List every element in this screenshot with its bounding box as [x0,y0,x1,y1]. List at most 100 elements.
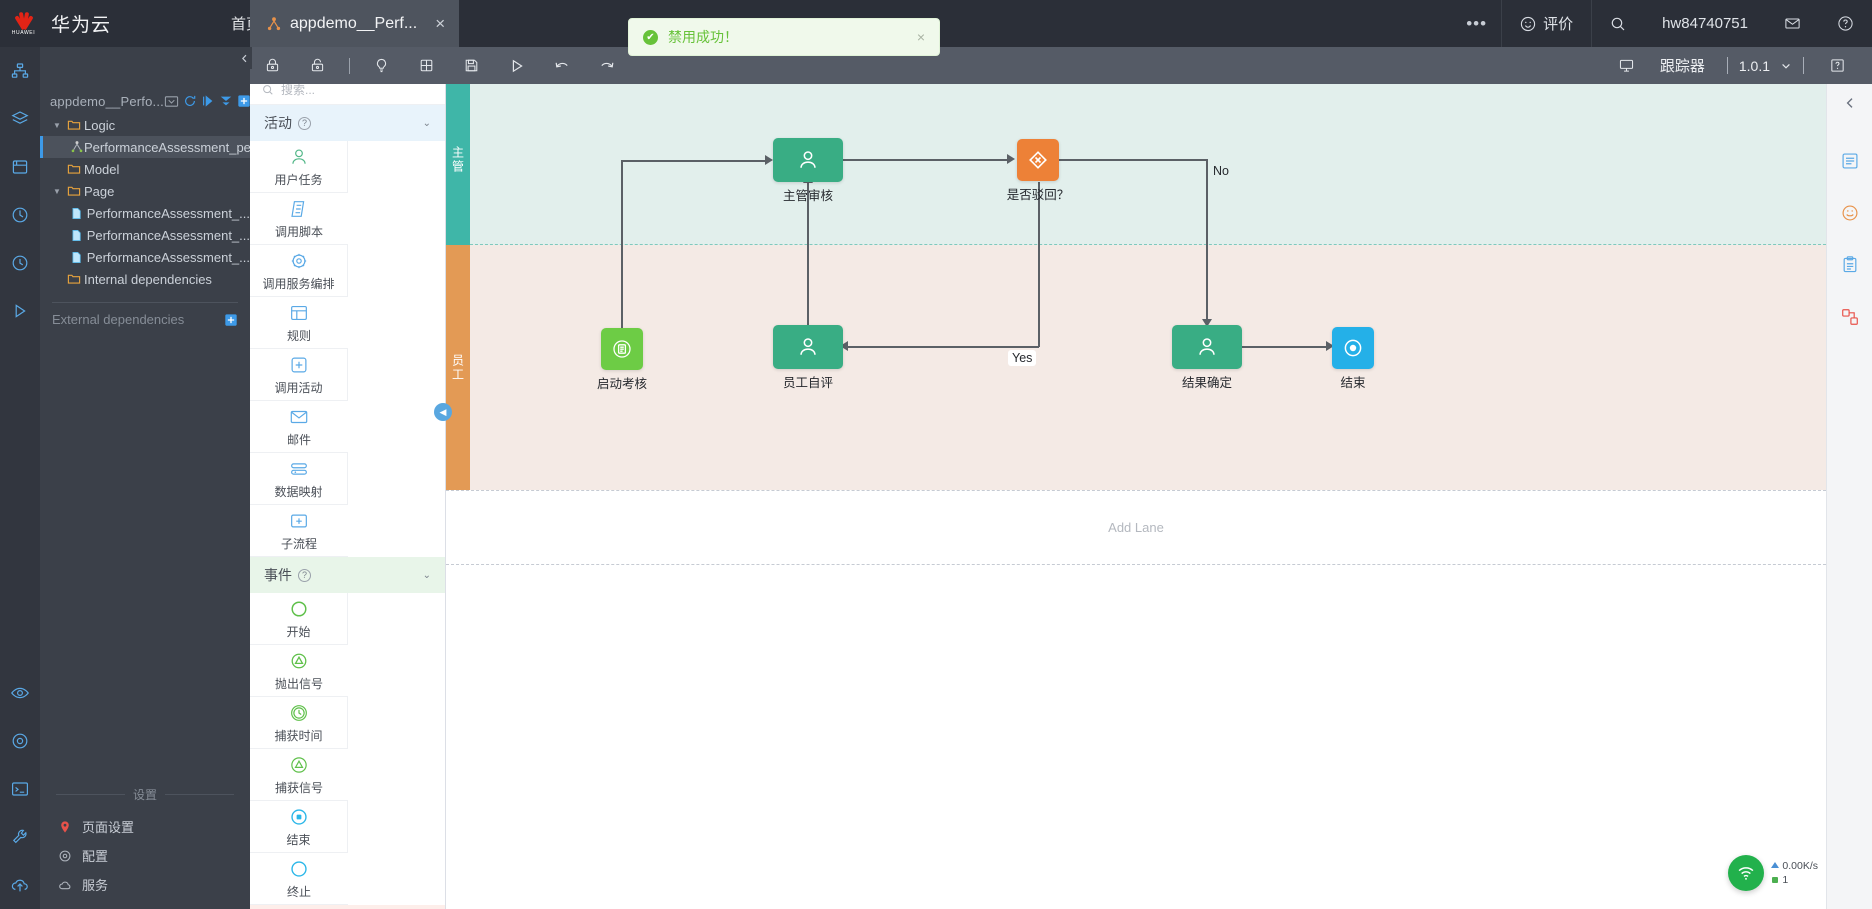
project-collapse-icon[interactable] [219,94,233,108]
hint-button[interactable] [359,47,404,84]
rail-upload[interactable] [0,861,40,909]
rail-storage[interactable] [0,143,40,191]
rail-deploy[interactable] [0,287,40,335]
node-employee-self-eval[interactable]: 员工自评 [773,325,843,390]
close-icon[interactable]: × [916,29,925,45]
palette-item-end-event[interactable]: 结束 [250,801,348,853]
right-collapse-button[interactable] [1827,83,1872,123]
lane-employee[interactable]: 员工 [446,245,1826,490]
tree-node-page[interactable]: ▼ Page [40,180,250,202]
rail-app-structure[interactable] [0,47,40,95]
lock-button[interactable] [250,47,295,84]
tree-node-logic[interactable]: ▼ Logic [40,114,250,136]
cloud-icon [58,878,72,892]
palette-item-call-activity[interactable]: 调用活动 [250,349,348,401]
rail-history[interactable] [0,239,40,287]
help-circle-icon[interactable]: ? [298,568,311,582]
tree-node-page-file-1[interactable]: PerformanceAssessment_... [40,202,250,224]
palette-collapse-handle[interactable]: ◀ [434,403,452,421]
palette-item-label: 子流程 [280,536,317,551]
palette-item-throw-signal[interactable]: 抛出信号 [250,645,348,697]
palette-group-gateway[interactable]: 网关 ? ⌄ [250,905,445,909]
project-row[interactable]: appdemo__Perfo... [40,88,250,114]
node-label: 结束 [1340,376,1366,390]
header-search-button[interactable] [1591,0,1644,47]
palette-item-data-mapping[interactable]: 数据映射 [250,453,348,505]
caret-down-icon[interactable]: ▼ [53,120,61,130]
more-dots-icon[interactable]: ••• [1466,13,1488,33]
project-run-icon[interactable] [201,94,215,108]
bottom-item-page-settings[interactable]: 页面设置 [40,812,250,841]
node-supervisor-review[interactable]: 主管审核 [773,138,843,203]
evaluate-button[interactable]: 评价 [1501,0,1591,47]
project-refresh-icon[interactable] [183,94,197,108]
user-account[interactable]: hw84740751 [1644,0,1766,47]
tab-appdemo-performance[interactable]: appdemo__Perf... × [250,0,460,47]
tree-node-model[interactable]: ▼ Model [40,158,250,180]
close-icon[interactable]: × [435,13,446,33]
version-select[interactable]: 1.0.1 [1739,58,1792,74]
right-relations-button[interactable] [1827,297,1872,337]
palette-group-activity[interactable]: 活动 ? ⌄ [250,105,445,141]
chevron-down-icon[interactable]: ⌄ [422,117,431,129]
tracker-label[interactable]: 跟踪器 [1659,58,1705,75]
unlock-button[interactable] [295,47,340,84]
add-lane-button[interactable]: Add Lane [446,490,1826,565]
caret-down-icon[interactable]: ▼ [53,186,61,196]
monitor-button[interactable] [1604,47,1649,84]
help-button[interactable] [1819,0,1872,47]
tree-node-page-file-3[interactable]: PerformanceAssessment_... [40,246,250,268]
project-dropdown-icon[interactable] [164,94,179,109]
tree-node-label: Page [84,183,115,199]
bottom-item-config[interactable]: 配置 [40,841,250,870]
external-dependencies-add-icon[interactable] [224,313,238,327]
bpmn-canvas[interactable]: 主管 员工 Add Lane No Yes [446,75,1826,909]
palette-item-user-task[interactable]: 用户任务 [250,141,348,193]
node-result-confirm[interactable]: 结果确定 [1172,325,1242,390]
palette-item-terminate[interactable]: 终止 [250,853,348,905]
lane-body-employee[interactable] [470,245,1826,490]
tree-collapse-handle[interactable] [236,47,252,69]
rail-preview[interactable] [0,669,40,717]
rail-terminal[interactable] [0,765,40,813]
run-button[interactable] [494,47,539,84]
chevron-down-icon[interactable]: ⌄ [422,569,431,581]
tree-node-page-file-2[interactable]: PerformanceAssessment_... [40,224,250,246]
rail-layers[interactable] [0,95,40,143]
palette-group-event[interactable]: 事件 ? ⌄ [250,557,445,593]
clock-history-icon [10,253,30,273]
rail-settings[interactable] [0,717,40,765]
palette-item-service-orchestration[interactable]: 调用服务编排 [250,245,348,297]
palette-search-input[interactable]: 搜索... [250,75,445,105]
undo-button[interactable] [539,47,584,84]
right-theme-button[interactable] [1827,193,1872,233]
palette-item-catch-signal[interactable]: 捕获信号 [250,749,348,801]
palette-item-script[interactable]: 调用脚本 [250,193,348,245]
right-clipboard-button[interactable] [1827,245,1872,285]
redo-button[interactable] [584,47,629,84]
save-button[interactable] [449,47,494,84]
node-end[interactable]: 结束 [1332,327,1374,390]
rail-tools[interactable] [0,813,40,861]
palette-item-subprocess[interactable]: 子流程 [250,505,348,557]
node-gateway-reject[interactable]: 是否驳回？ [1007,139,1069,202]
right-properties-button[interactable] [1827,141,1872,181]
palette-item-start-event[interactable]: 开始 [250,593,348,645]
tree-node-performanceassessment-flow[interactable]: PerformanceAssessment_pe [40,136,250,158]
palette-item-rule[interactable]: 规则 [250,297,348,349]
help-square-button[interactable] [1815,47,1860,84]
huawei-logo[interactable]: HUAWEI [0,0,47,47]
lane-label-supervisor: 主管 [446,75,470,245]
project-add-icon[interactable] [237,94,251,108]
help-circle-icon[interactable]: ? [298,116,311,130]
bottom-item-service[interactable]: 服务 [40,870,250,899]
tree-node-internal-dependencies[interactable]: ▼ Internal dependencies [40,268,250,290]
save-as-button[interactable] [404,47,449,84]
palette-item-catch-timer[interactable]: 捕获时间 [250,697,348,749]
rail-refresh[interactable] [0,191,40,239]
network-speed-widget[interactable]: 0.00K/s 1 [1728,855,1818,891]
node-start-assessment[interactable]: 启动考核 [597,328,647,391]
palette-item-mail[interactable]: 邮件 [250,401,348,453]
external-dependencies-row[interactable]: External dependencies [40,303,250,327]
mail-button[interactable] [1766,0,1819,47]
